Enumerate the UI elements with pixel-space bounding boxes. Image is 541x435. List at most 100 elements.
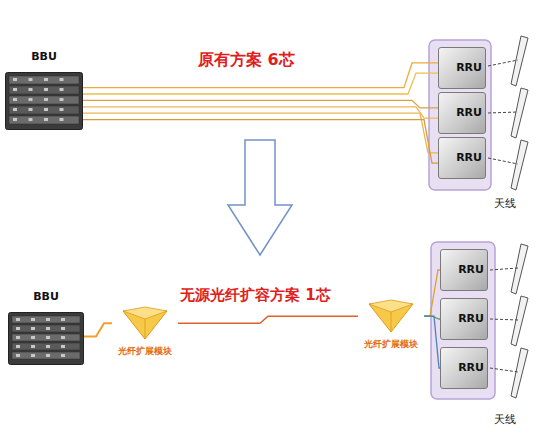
module-shape	[358, 298, 424, 334]
antenna	[511, 140, 528, 190]
unit-label: RRU	[456, 61, 482, 74]
port	[46, 336, 50, 339]
antenna	[511, 348, 528, 398]
port	[46, 318, 50, 321]
port	[13, 118, 17, 121]
board-slot	[12, 325, 80, 332]
rru-unit: RRU	[438, 47, 486, 89]
port	[61, 354, 65, 357]
chassis-body	[9, 313, 84, 365]
port	[44, 98, 48, 101]
board-slot	[12, 343, 80, 350]
port	[16, 354, 20, 357]
transition-arrow	[228, 140, 292, 255]
feeder-line	[488, 60, 518, 66]
module-label: 光纤扩展模块	[118, 346, 172, 357]
board-slot	[12, 352, 80, 359]
module-label: 光纤扩展模块	[364, 339, 418, 350]
port	[31, 327, 35, 330]
module-edge	[145, 319, 146, 339]
module-top	[123, 307, 167, 319]
port	[29, 118, 33, 121]
rru-unit: RRU	[438, 137, 486, 179]
antenna-label: 天线	[494, 412, 516, 427]
port	[29, 98, 33, 101]
unit-label: RRU	[456, 106, 482, 119]
port	[60, 88, 64, 91]
port	[13, 108, 17, 111]
port	[46, 327, 50, 330]
feeder-line	[488, 112, 518, 113]
port	[13, 98, 17, 101]
board-slot	[12, 334, 80, 341]
port	[13, 78, 17, 81]
port	[29, 108, 33, 111]
port	[29, 78, 33, 81]
port	[44, 78, 48, 81]
feeder-lines	[488, 60, 518, 372]
port	[61, 327, 65, 330]
feeder-line	[488, 158, 518, 164]
port	[61, 345, 65, 348]
scheme-title: 无源光纤扩容方案 1芯	[180, 286, 331, 305]
fiber-connector	[83, 120, 438, 163]
feeder-line	[490, 268, 518, 270]
unit-label: RRU	[458, 361, 484, 374]
port	[60, 108, 64, 111]
feeder-line	[490, 319, 518, 320]
antenna	[511, 88, 528, 138]
antenna-label: 天线	[494, 196, 516, 211]
port	[60, 78, 64, 81]
unit-label: BBU	[33, 290, 59, 303]
bbu-unit: BBU	[5, 50, 83, 130]
bbu-chassis	[5, 72, 83, 130]
port	[16, 336, 20, 339]
fiber-expansion-module: 光纤扩展模块	[358, 298, 424, 350]
rru-panel	[429, 40, 491, 190]
bbu-unit: BBU	[8, 290, 84, 365]
port	[61, 318, 65, 321]
port	[16, 345, 20, 348]
port	[31, 354, 35, 357]
fiber-expansion-module: 光纤扩展模块	[112, 305, 178, 357]
antenna	[511, 296, 528, 346]
rru-panel	[431, 242, 495, 399]
fiber-connector	[84, 323, 112, 336]
port	[46, 354, 50, 357]
scheme-title: 原有方案 6芯	[198, 50, 295, 71]
board-slot	[9, 76, 79, 84]
port	[31, 336, 35, 339]
chassis-body	[6, 73, 83, 130]
fiber-connector	[424, 316, 440, 368]
rru-unit: RRU	[438, 92, 486, 134]
port	[31, 345, 35, 348]
port	[29, 88, 33, 91]
rru-unit: RRU	[440, 347, 488, 389]
port	[16, 327, 20, 330]
port	[44, 118, 48, 121]
unit-label: RRU	[456, 151, 482, 164]
board-slot	[12, 316, 80, 323]
port	[44, 88, 48, 91]
port	[13, 88, 17, 91]
unit-label: RRU	[458, 312, 484, 325]
fiber-connector	[424, 270, 440, 316]
unit-label: BBU	[31, 50, 57, 63]
antenna	[511, 244, 528, 294]
module-edge	[391, 312, 392, 332]
port	[60, 98, 64, 101]
fiber-connector	[83, 107, 438, 118]
antenna-group	[511, 36, 528, 398]
fiber-connector	[178, 316, 358, 323]
unit-label: RRU	[458, 263, 484, 276]
rru-unit: RRU	[440, 298, 488, 340]
board-slot	[9, 96, 79, 104]
board-slot	[9, 116, 79, 124]
port	[16, 318, 20, 321]
port	[61, 336, 65, 339]
board-slot	[9, 86, 79, 94]
module-top	[369, 300, 413, 312]
rru-unit: RRU	[440, 249, 488, 291]
port	[46, 345, 50, 348]
